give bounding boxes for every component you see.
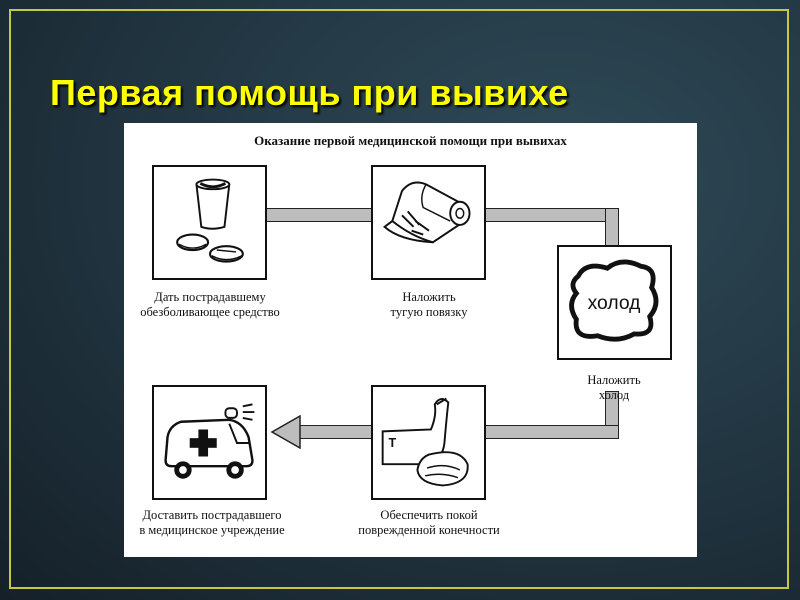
step-label-painkiller: Дать пострадавшему обезболивающее средст… [124,290,296,320]
cup-and-pills-icon [154,167,265,278]
step-label-bandage: Наложить тугую повязку [344,290,514,320]
step-box-transport [152,385,267,500]
cold-pack-text: холод [588,293,641,314]
arrowhead-left [270,415,302,449]
bandage-roll-icon [373,167,484,278]
connector-step1-step2 [264,208,374,222]
connector-step3-step4-horizontal [484,425,619,439]
first-aid-diagram: Оказание первой медицинской помощи при в… [124,123,697,557]
injured-foot-icon: Т [373,387,484,498]
slide-title: Первая помощь при вывихе [50,72,569,114]
step-label-cold: Наложить холод [544,373,684,403]
ambulance-icon [154,387,265,498]
svg-text:Т: Т [388,436,396,450]
diagram-title: Оказание первой медицинской помощи при в… [124,133,697,149]
step-box-painkiller [152,165,267,280]
step-box-bandage [371,165,486,280]
step-label-rest: Обеспечить покой поврежденной конечности [339,508,519,538]
step-label-transport: Доставить пострадавшего в медицинское уч… [124,508,300,538]
connector-step4-step5 [296,425,376,439]
step-box-rest: Т [371,385,486,500]
connector-step2-step3-horizontal [484,208,619,222]
cold-pack-icon: холод [559,247,670,358]
step-box-cold: холод [557,245,672,360]
